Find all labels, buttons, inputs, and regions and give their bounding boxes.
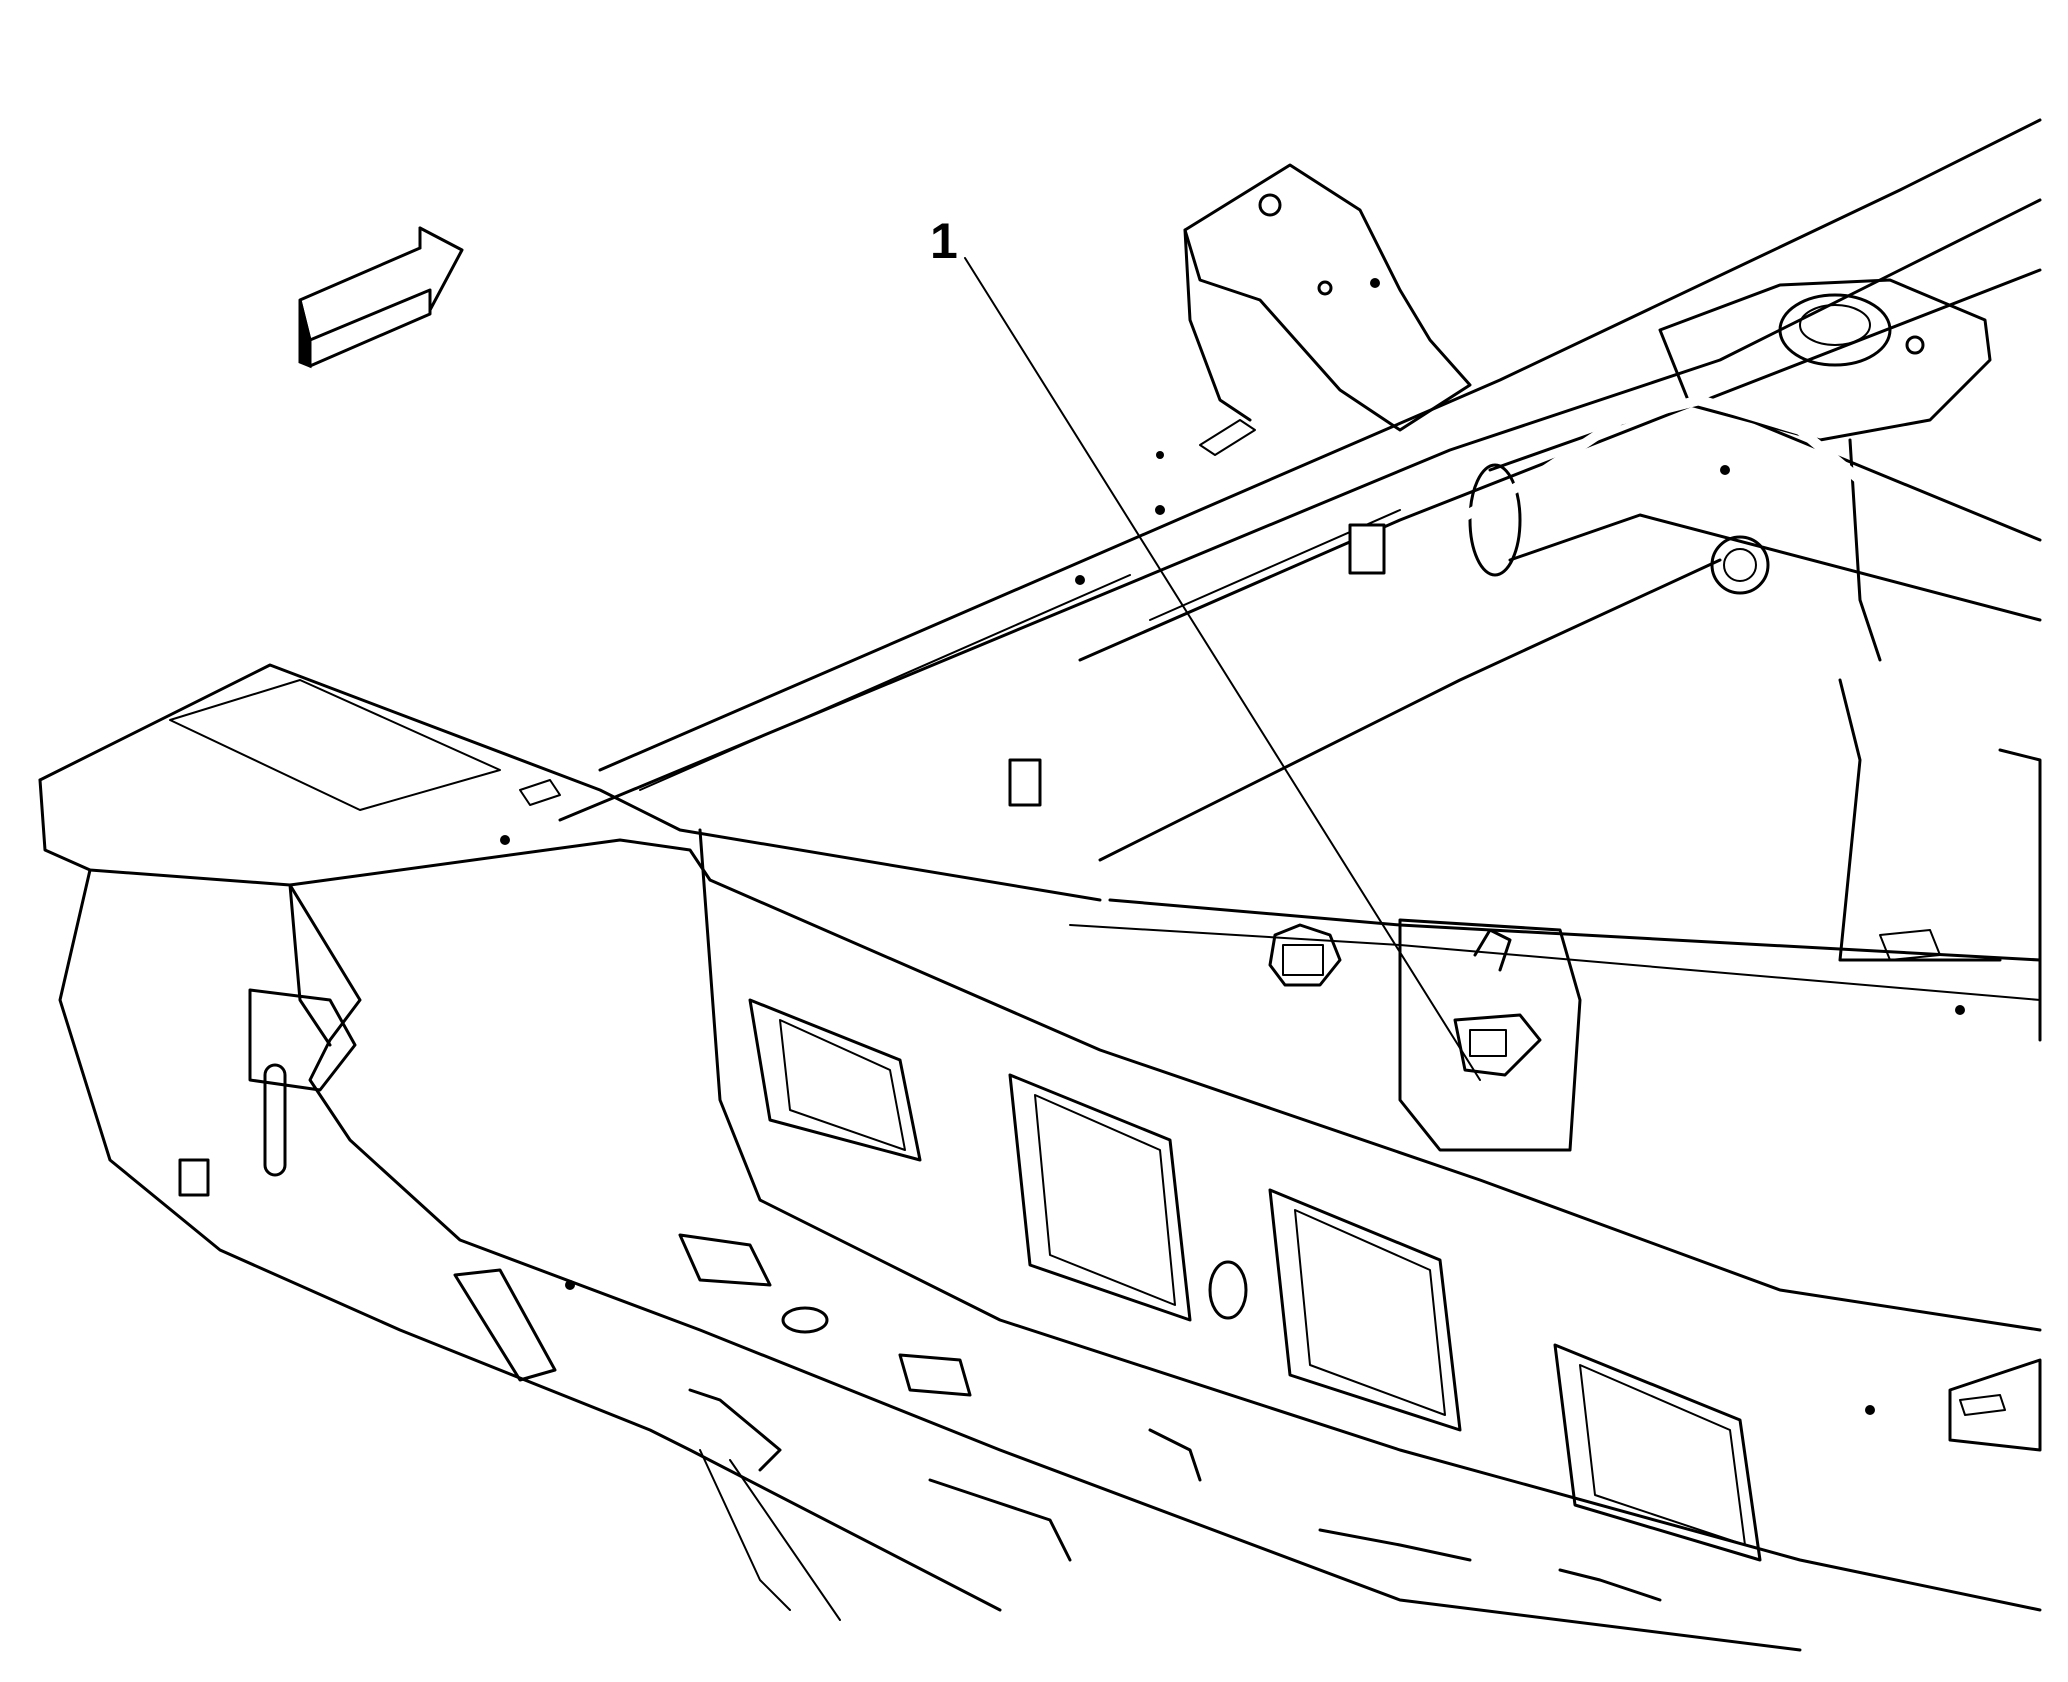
callout-1-leader [964,257,1481,1081]
front-direction-arrow-icon [298,226,464,369]
frame-bracket [1183,163,1472,456]
callout-1-label: 1 [930,213,958,269]
bumper-end-cap [178,988,357,1197]
frame-rail [558,118,2042,862]
harness-connector [1268,923,1342,987]
bumper-openings [748,998,1762,1562]
frame-side-bracket [1838,678,2042,1042]
rear-bumper [38,663,2042,1652]
spring-mount [1658,278,1992,662]
wiring-harness [755,394,1865,1025]
bumper-lower-details [453,1233,2042,1621]
crossmember-tube [1468,398,2042,622]
connector-bracket [1069,898,2042,1152]
